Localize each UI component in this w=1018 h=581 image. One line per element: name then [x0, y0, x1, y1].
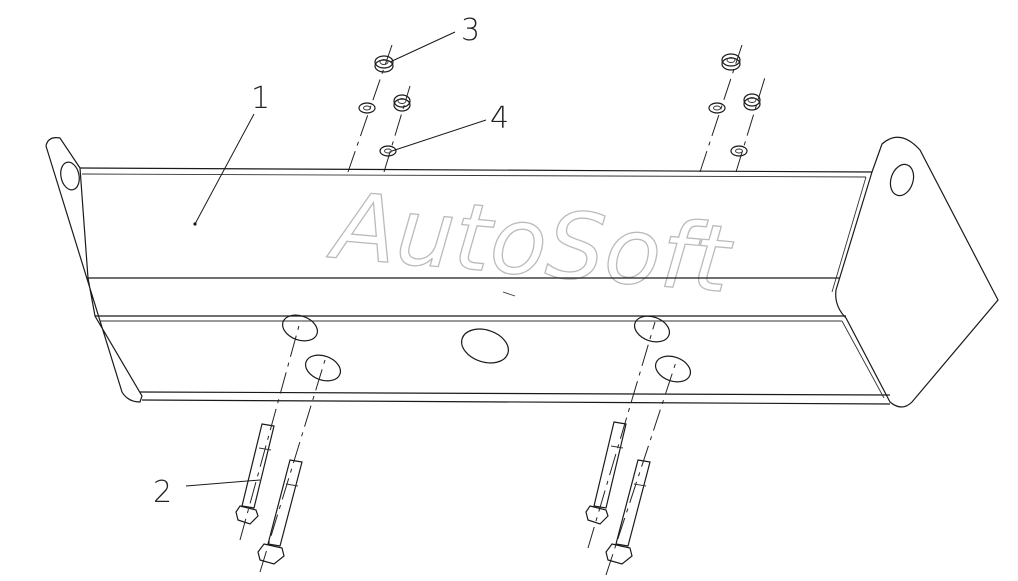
bolt-right-front: [585, 421, 627, 525]
bracket-part-1: [45, 136, 999, 408]
callout-2: 2: [153, 475, 172, 510]
bolts-part-2: [235, 421, 651, 565]
washer-left-1: [358, 102, 376, 114]
nut-right-1: [721, 53, 741, 71]
watermark-text: AutoSoft: [324, 172, 736, 314]
nuts-part-3: [374, 53, 761, 112]
callout-3: 3: [461, 13, 480, 48]
bolt-right-rear: [605, 459, 651, 565]
callout-4: 4: [490, 101, 509, 136]
washer-right-1: [708, 102, 726, 114]
washer-left-2: [379, 145, 397, 157]
leader-lines: [185, 31, 487, 487]
nut-left-1: [374, 55, 394, 73]
nut-right-2: [743, 93, 761, 111]
callout-1: 1: [251, 81, 270, 116]
nut-left-2: [393, 94, 411, 112]
washer-right-2: [730, 145, 748, 157]
bolt-left-front: [235, 423, 275, 525]
washers-part-4: [358, 102, 748, 157]
bolt-left-rear: [257, 459, 303, 565]
